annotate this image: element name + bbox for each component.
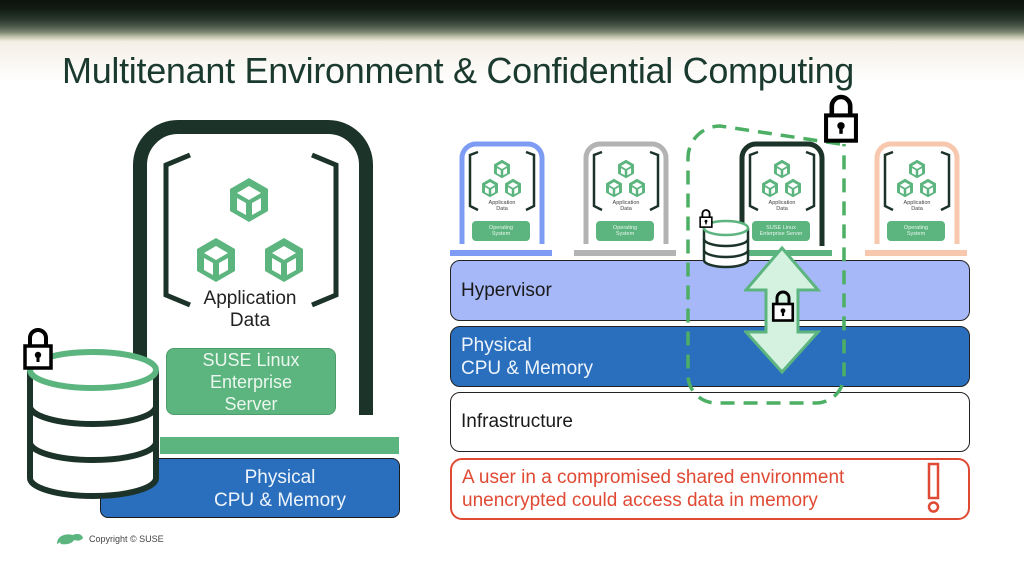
infrastructure-label: Infrastructure xyxy=(461,411,573,432)
os-line2: Enterprise xyxy=(209,372,293,392)
database-icon xyxy=(27,349,159,499)
copyright-text: Copyright © SUSE xyxy=(89,534,164,544)
vm-os-line2: System xyxy=(491,231,511,237)
warning-line2: unencrypted could access data in memory xyxy=(462,490,818,511)
suse-chameleon-logo-icon xyxy=(57,534,83,545)
vm-os-line2: System xyxy=(615,231,635,237)
lock-icon xyxy=(771,290,795,322)
vm-4 xyxy=(865,141,967,256)
app-data-line1: Application xyxy=(203,288,297,309)
exclamation-icon xyxy=(927,462,940,513)
os-line3: Server xyxy=(224,394,278,414)
cube-icon xyxy=(197,238,235,282)
vm-app-line2: Data xyxy=(911,206,923,212)
header-band xyxy=(0,0,1024,42)
hypervisor-label: Hypervisor xyxy=(461,279,552,301)
os-line1: SUSE Linux xyxy=(202,350,300,370)
vm-os-line1: Operating xyxy=(612,225,638,231)
lock-icon xyxy=(818,94,864,144)
cube-icon xyxy=(230,178,268,222)
vm-1 xyxy=(450,141,552,256)
vm-app-line2: Data xyxy=(496,206,508,212)
cube-icon xyxy=(265,238,303,282)
physical-layer-line1: Physical xyxy=(461,334,532,356)
os-box-sles: SUSE Linux Enterprise Server xyxy=(166,348,336,415)
physical-line2: CPU & Memory xyxy=(214,490,346,511)
vm-os-line2: Enterprise Server xyxy=(759,231,803,237)
warning-box: A user in a compromised shared environme… xyxy=(450,458,970,520)
app-data-line2: Data xyxy=(229,310,271,331)
header-fade xyxy=(0,42,1024,82)
vm-2 xyxy=(574,141,676,256)
hypervisor-layer: Hypervisor xyxy=(450,260,970,321)
vm-app-line2: Data xyxy=(776,206,788,212)
server-frame xyxy=(133,120,373,415)
lock-icon xyxy=(699,209,713,229)
app-cubes xyxy=(197,178,303,282)
vm-app-line1: Application xyxy=(768,200,796,206)
slide-title: Multitenant Environment & Confidential C… xyxy=(62,50,855,91)
bracket-left-icon xyxy=(163,152,191,308)
bracket-right-icon xyxy=(311,152,339,308)
vm-app-line1: Application xyxy=(612,200,640,206)
database-icon xyxy=(702,219,750,269)
vm-app-line1: Application xyxy=(488,200,516,206)
confidential-boundary xyxy=(686,124,846,405)
vm-os-line2: System xyxy=(906,231,926,237)
lock-icon xyxy=(23,328,53,370)
physical-line1: Physical xyxy=(244,467,316,488)
vm-os-line1: Operating xyxy=(903,225,929,231)
warning-line1: A user in a compromised shared environme… xyxy=(462,467,845,488)
vm-os-line1: Operating xyxy=(488,225,514,231)
vm-app-line2: Data xyxy=(620,206,632,212)
app-data-label: Application Data xyxy=(180,288,320,332)
green-base-bar xyxy=(160,437,399,454)
physical-layer-line2: CPU & Memory xyxy=(461,357,593,379)
vm-app-line1: Application xyxy=(903,200,931,206)
vm-os-line1: SUSE Linux xyxy=(766,225,796,231)
